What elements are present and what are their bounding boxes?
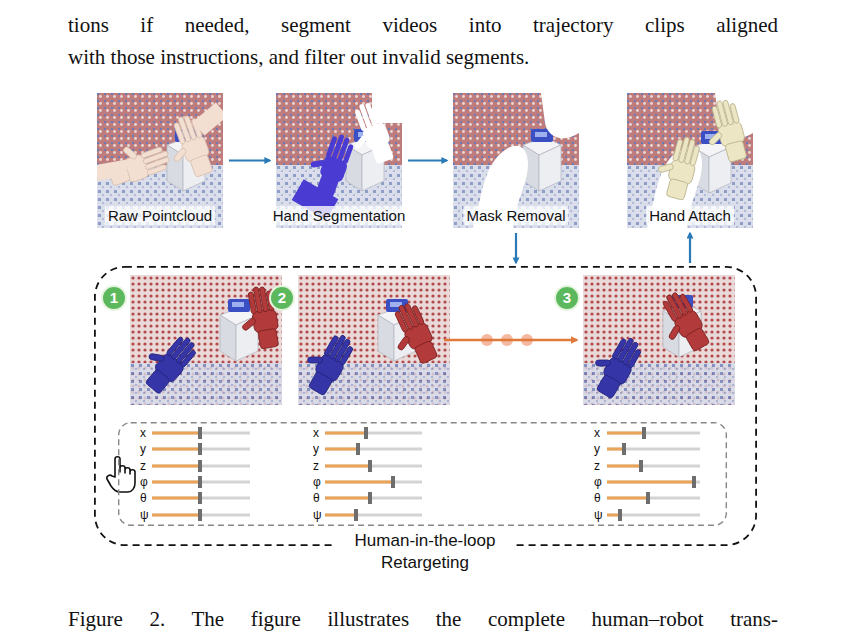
flow-arrow — [515, 233, 517, 263]
flow-arrow — [408, 159, 447, 161]
dashed-border — [119, 423, 727, 526]
axis-label: y — [313, 442, 319, 456]
image-caption: Mask Removal — [463, 206, 568, 225]
axis-label: ψ — [594, 508, 603, 522]
axis-label: φ — [140, 475, 148, 489]
image-caption: Hand Segmentation — [270, 206, 409, 225]
axis-label: ψ — [313, 508, 322, 522]
retarget-step: 1 — [130, 275, 282, 405]
mask-removal-image — [453, 93, 579, 228]
cursor-icon — [107, 457, 135, 492]
image-caption: Raw Pointcloud — [105, 206, 215, 225]
body-text: tions if needed, segment videos into tra… — [68, 12, 778, 38]
axis-label: θ — [594, 491, 601, 505]
flow-arrow — [444, 339, 577, 341]
callout-number: 2 — [269, 285, 295, 311]
dashed-outline — [94, 266, 757, 546]
axis-label: z — [313, 459, 319, 473]
flow-arrow — [689, 233, 691, 263]
image-panel: Raw Pointcloud — [97, 93, 223, 228]
retarget-frame-image — [130, 275, 282, 405]
body-text: with those instructions, and filter out … — [68, 44, 788, 70]
retarget-step: 3 — [583, 275, 733, 405]
retarget-frame-image — [298, 275, 450, 405]
axis-label: x — [594, 426, 600, 440]
axis-label: z — [594, 459, 600, 473]
axis-label: y — [140, 442, 146, 456]
ellipsis-dots — [481, 334, 533, 346]
axis-label: φ — [313, 475, 321, 489]
retargeting-group: Human-in-the-loop Retargeting123xyzφθψxy… — [94, 266, 757, 546]
axis-label: θ — [140, 491, 147, 505]
axis-label: ψ — [140, 508, 149, 522]
image-caption: Hand Attach — [646, 206, 734, 225]
retarget-step: 2 — [298, 275, 442, 405]
axis-label: y — [594, 442, 600, 456]
image-panel: Hand Attach — [627, 93, 753, 228]
callout-number: 3 — [554, 285, 580, 311]
slider-panel: xyzφθψxyzφθψxyzφθψ — [118, 422, 727, 526]
group-title: Human-in-the-loop Retargeting — [335, 530, 515, 574]
image-panel: Mask Removal — [453, 93, 579, 228]
figure-caption: Figure 2. The figure illustrates the com… — [68, 606, 778, 632]
axis-label: θ — [313, 491, 320, 505]
callout-number: 1 — [101, 285, 127, 311]
axis-label: x — [140, 426, 146, 440]
retarget-frame-image — [583, 275, 735, 405]
flow-arrow — [229, 159, 270, 161]
dashed-outline — [118, 422, 727, 526]
raw-pointcloud-image — [97, 93, 223, 228]
image-panel: Hand Segmentation — [276, 93, 402, 228]
axis-label: x — [313, 426, 319, 440]
pose-sliders — [152, 427, 700, 521]
axis-label: φ — [594, 475, 602, 489]
axis-label: z — [140, 459, 146, 473]
dashed-border — [95, 267, 756, 545]
hand-attach-image — [627, 93, 753, 228]
